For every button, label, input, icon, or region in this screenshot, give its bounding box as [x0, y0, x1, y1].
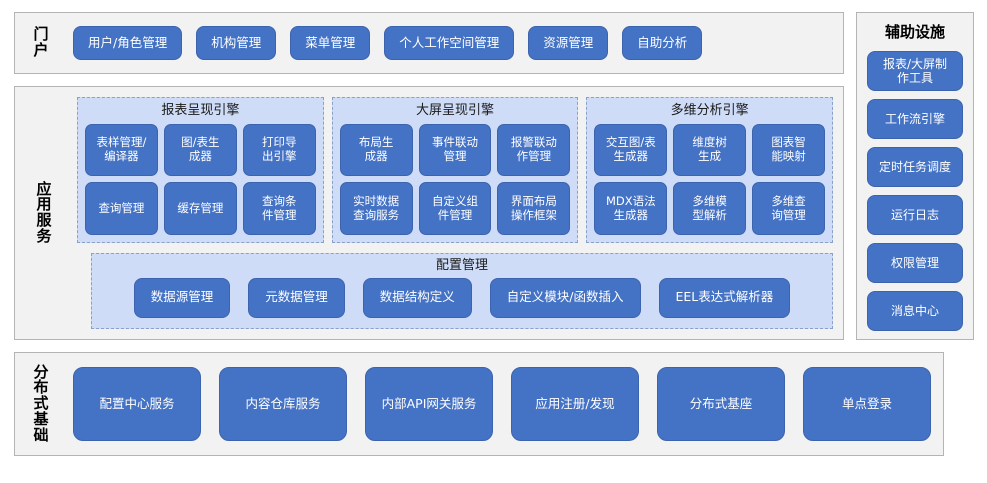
- engine-group-list: 报表呈现引擎 表样管理/ 编译器 图/表生 成器 打印导 出引擎 查询管理 缓存…: [77, 97, 834, 243]
- configuration-management-title: 配置管理: [435, 258, 488, 273]
- aux-item-scheduled-task-scheduler[interactable]: 定时任务调度: [867, 147, 963, 187]
- configuration-management-items: 数据源管理 元数据管理 数据结构定义 自定义模块/函数插入 EEL表达式解析器: [100, 277, 824, 318]
- portal-item-self-service-analysis[interactable]: 自助分析: [622, 26, 703, 60]
- distributed-foundation-layer-panel: 分布式基础 配置中心服务 内容仓库服务 内部API网关服务 应用注册/发现 分布…: [14, 352, 944, 456]
- engine-item-dimension-tree-generation[interactable]: 维度树 生成: [673, 123, 747, 177]
- engine-item-report-template-management[interactable]: 表样管理/ 编译器: [85, 123, 158, 177]
- aux-item-runtime-log[interactable]: 运行日志: [867, 195, 963, 235]
- multidimensional-analysis-engine-items: 交互图/表 生成器 维度树 生成 图表智 能映射 MDX语法 生成器 多维模 型…: [594, 123, 826, 235]
- dist-item-distributed-base[interactable]: 分布式基座: [657, 367, 785, 441]
- config-item-eel-expression-parser[interactable]: EEL表达式解析器: [658, 277, 791, 318]
- portal-layer-label: 门户: [15, 13, 67, 73]
- engine-item-mdx-syntax-generator[interactable]: MDX语法 生成器: [594, 182, 668, 235]
- engine-item-query-condition-management[interactable]: 查询条 件管理: [242, 182, 316, 235]
- configuration-management-group: 配置管理 数据源管理 元数据管理 数据结构定义 自定义模块/函数插入 EEL表达…: [91, 253, 833, 329]
- aux-item-message-center[interactable]: 消息中心: [867, 291, 963, 331]
- report-rendering-engine-items: 表样管理/ 编译器 图/表生 成器 打印导 出引擎 查询管理 缓存管理 查询条 …: [85, 123, 316, 235]
- aux-item-permission-management[interactable]: 权限管理: [867, 243, 963, 283]
- engine-item-cache-management[interactable]: 缓存管理: [163, 182, 237, 235]
- application-services-layer-panel: 应用服务 报表呈现引擎 表样管理/ 编译器 图/表生 成器 打印导 出引擎 查询…: [14, 86, 844, 340]
- engine-item-event-linkage-management[interactable]: 事件联动 管理: [418, 123, 492, 177]
- portal-item-resource-management[interactable]: 资源管理: [528, 26, 609, 60]
- report-rendering-engine-title: 报表呈现引擎: [161, 103, 240, 118]
- config-item-datasource-management[interactable]: 数据源管理: [133, 277, 231, 318]
- engine-item-alarm-linkage-action-management[interactable]: 报警联动 作管理: [497, 123, 571, 177]
- portal-item-org-management[interactable]: 机构管理: [196, 26, 277, 60]
- engine-item-layout-generator[interactable]: 布局生 成器: [339, 123, 413, 177]
- engine-item-multidimensional-model-parsing[interactable]: 多维模 型解析: [673, 182, 747, 235]
- dist-item-single-sign-on[interactable]: 单点登录: [803, 367, 931, 441]
- portal-item-personal-workspace-management[interactable]: 个人工作空间管理: [384, 26, 515, 60]
- application-services-layer-label: 应用服务: [15, 87, 73, 339]
- engine-item-ui-layout-operation-framework[interactable]: 界面布局 操作框架: [497, 182, 571, 235]
- aux-item-report-bigscreen-authoring-tool[interactable]: 报表/大屏制 作工具: [867, 51, 963, 91]
- engine-item-multidimensional-query-management[interactable]: 多维查 询管理: [752, 182, 826, 235]
- engine-item-realtime-data-query-service[interactable]: 实时数据 查询服务: [339, 182, 413, 235]
- application-services-layer-label-text: 应用服务: [36, 179, 52, 245]
- auxiliary-facilities-title: 辅助设施: [884, 23, 945, 41]
- distributed-foundation-layer-label-text: 分布式基础: [33, 362, 49, 444]
- distributed-foundation-item-list: 配置中心服务 内容仓库服务 内部API网关服务 应用注册/发现 分布式基座 单点…: [73, 353, 931, 455]
- aux-item-workflow-engine[interactable]: 工作流引擎: [867, 99, 963, 139]
- dist-item-internal-api-gateway-service[interactable]: 内部API网关服务: [365, 367, 493, 441]
- dist-item-config-center-service[interactable]: 配置中心服务: [73, 367, 201, 441]
- portal-item-user-role-management[interactable]: 用户/角色管理: [73, 26, 183, 60]
- config-item-data-structure-definition[interactable]: 数据结构定义: [362, 277, 472, 318]
- bigscreen-rendering-engine-group: 大屏呈现引擎 布局生 成器 事件联动 管理 报警联动 作管理 实时数据 查询服务…: [331, 97, 579, 243]
- portal-item-list: 用户/角色管理 机构管理 菜单管理 个人工作空间管理 资源管理 自助分析: [73, 13, 833, 73]
- report-rendering-engine-group: 报表呈现引擎 表样管理/ 编译器 图/表生 成器 打印导 出引擎 查询管理 缓存…: [77, 97, 324, 243]
- engine-item-interactive-chart-table-generator[interactable]: 交互图/表 生成器: [594, 123, 668, 177]
- engine-item-custom-component-management[interactable]: 自定义组 件管理: [418, 182, 492, 235]
- bigscreen-rendering-engine-title: 大屏呈现引擎: [416, 103, 495, 118]
- bigscreen-rendering-engine-items: 布局生 成器 事件联动 管理 报警联动 作管理 实时数据 查询服务 自定义组 件…: [339, 123, 571, 235]
- engine-item-chart-smart-mapping[interactable]: 图表智 能映射: [752, 123, 826, 177]
- config-item-custom-module-function-insert[interactable]: 自定义模块/函数插入: [489, 277, 641, 318]
- engine-item-chart-table-generator[interactable]: 图/表生 成器: [163, 123, 237, 177]
- portal-layer-label-text: 门户: [33, 25, 49, 59]
- auxiliary-facilities-panel: 辅助设施 报表/大屏制 作工具 工作流引擎 定时任务调度 运行日志 权限管理 消…: [856, 12, 974, 340]
- dist-item-app-registration-discovery[interactable]: 应用注册/发现: [511, 367, 639, 441]
- dist-item-content-repository-service[interactable]: 内容仓库服务: [219, 367, 347, 441]
- engine-item-query-management[interactable]: 查询管理: [85, 182, 158, 235]
- engine-item-print-export-engine[interactable]: 打印导 出引擎: [242, 123, 316, 177]
- auxiliary-facilities-item-list: 报表/大屏制 作工具 工作流引擎 定时任务调度 运行日志 权限管理 消息中心: [867, 51, 963, 331]
- portal-layer-panel: 门户 用户/角色管理 机构管理 菜单管理 个人工作空间管理 资源管理 自助分析: [14, 12, 844, 74]
- multidimensional-analysis-engine-title: 多维分析引擎: [670, 103, 749, 118]
- distributed-foundation-layer-label: 分布式基础: [15, 353, 67, 455]
- multidimensional-analysis-engine-group: 多维分析引擎 交互图/表 生成器 维度树 生成 图表智 能映射 MDX语法 生成…: [586, 97, 834, 243]
- config-item-metadata-management[interactable]: 元数据管理: [248, 277, 345, 318]
- portal-item-menu-management[interactable]: 菜单管理: [290, 26, 371, 60]
